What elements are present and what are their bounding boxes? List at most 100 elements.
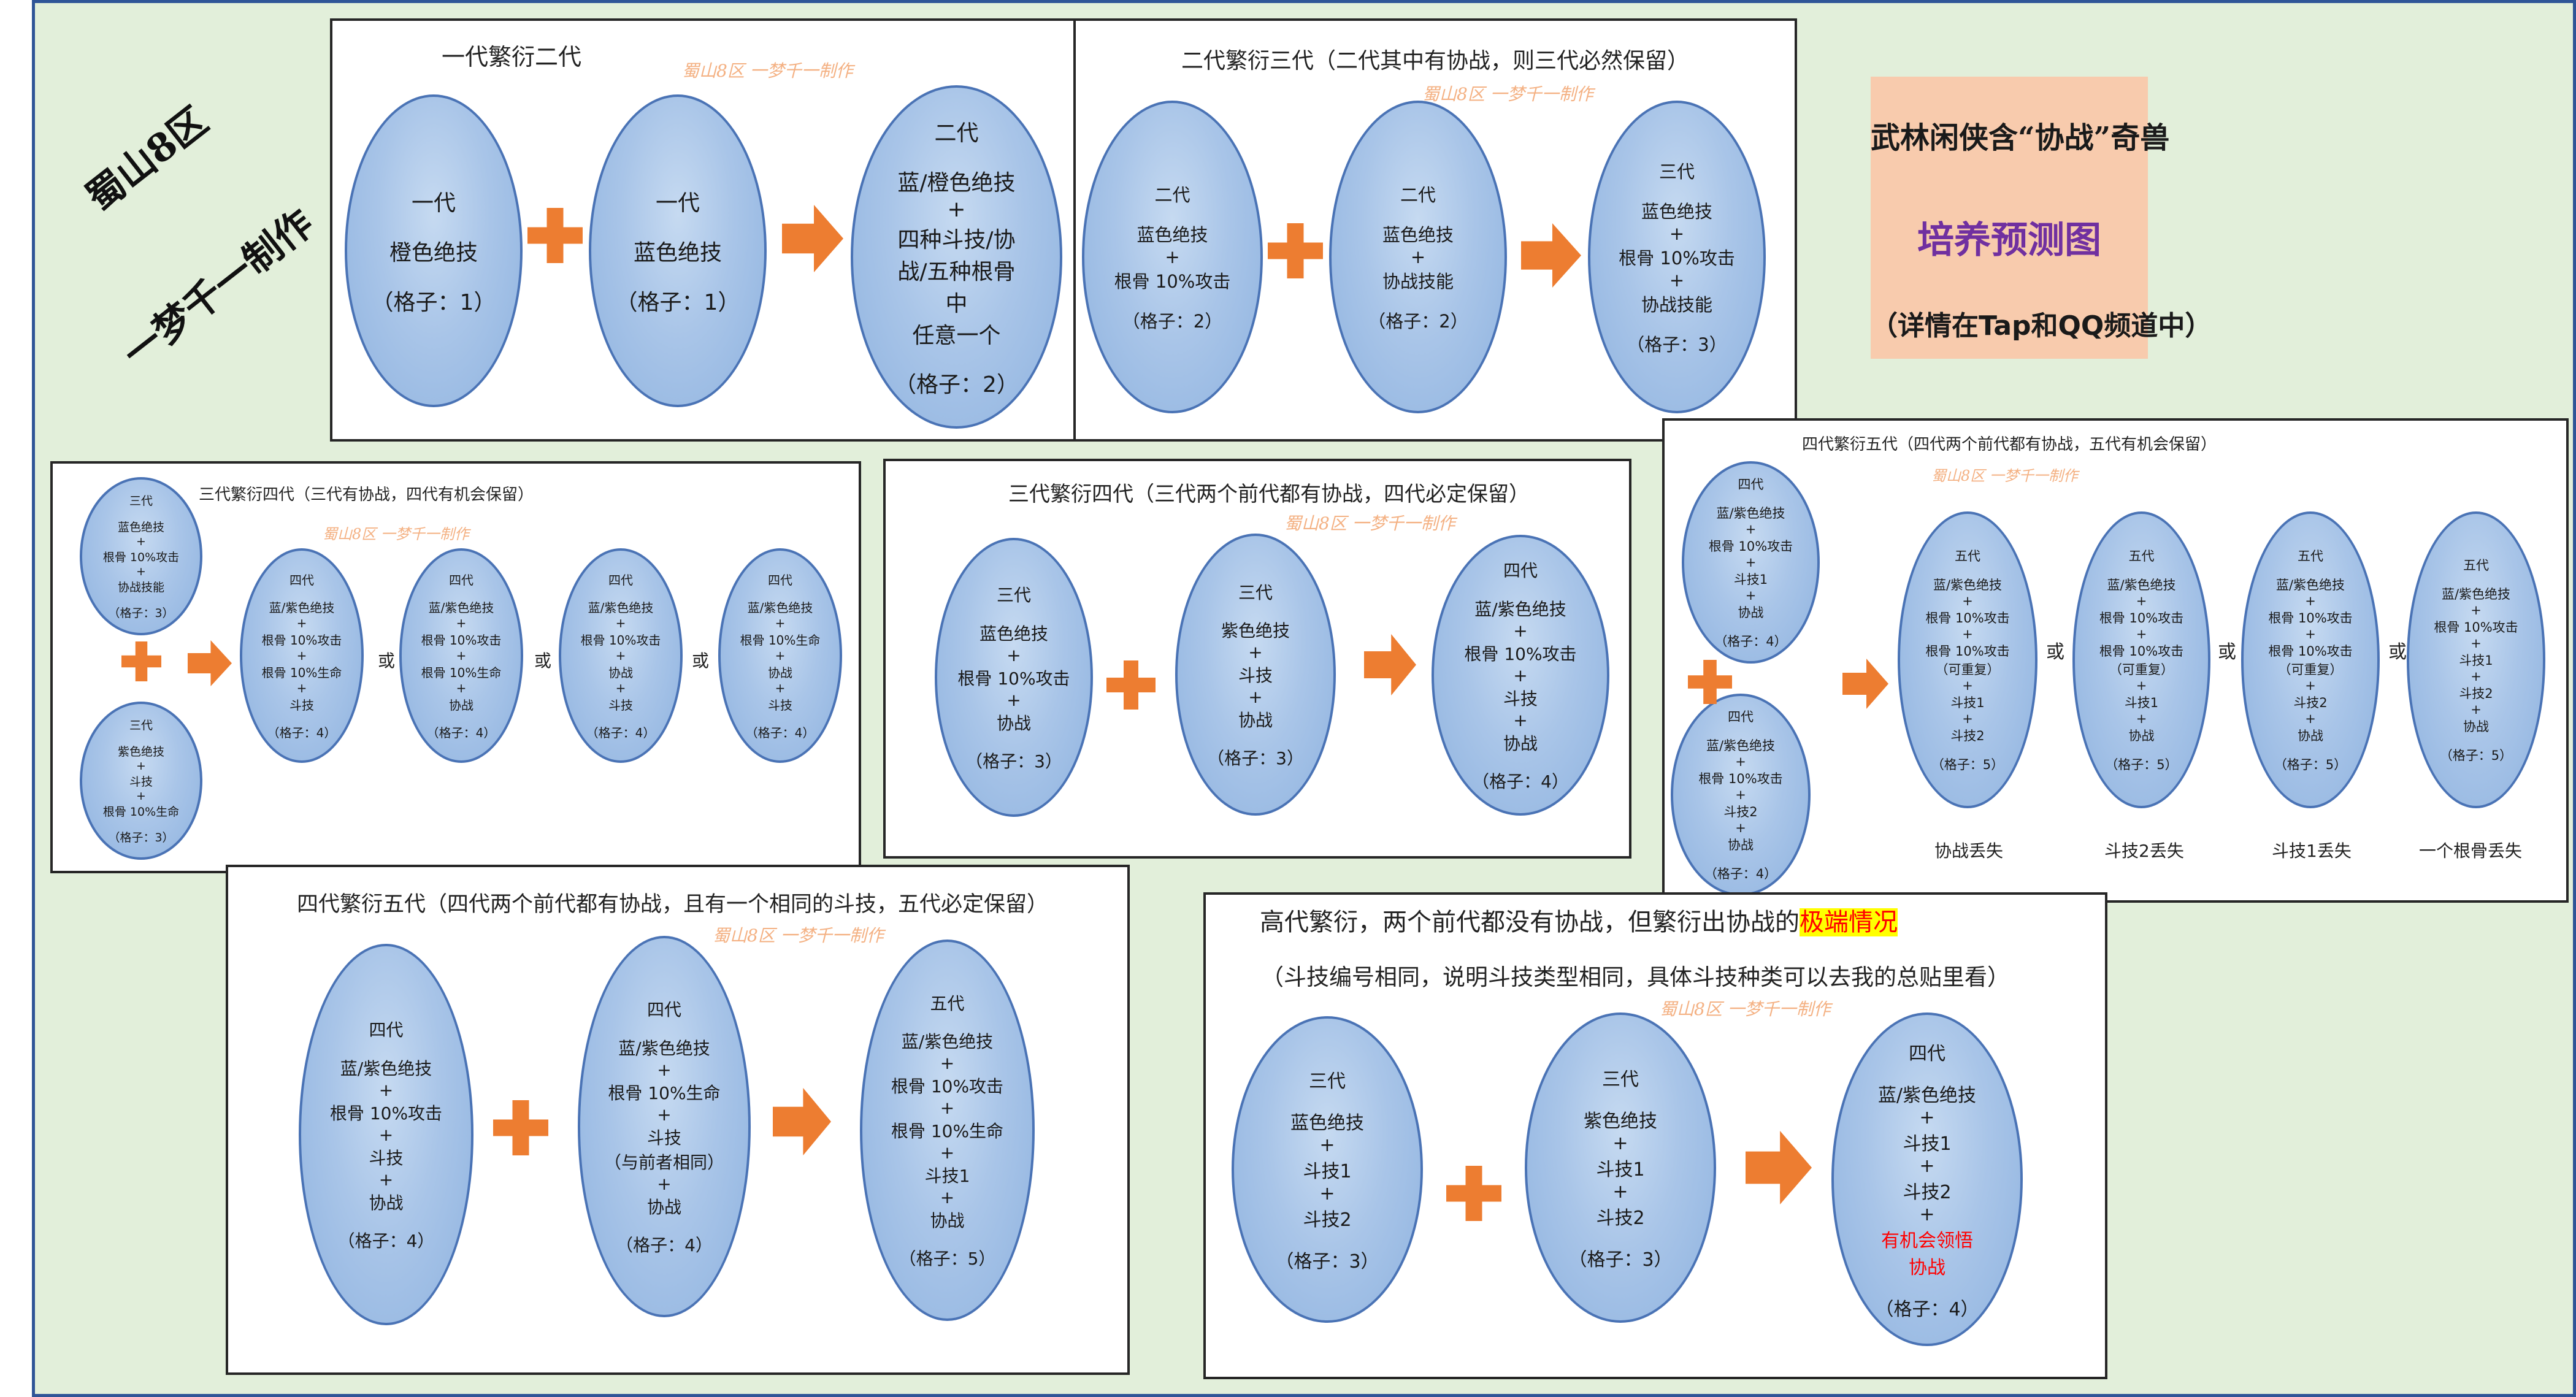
node-line: + — [947, 196, 966, 222]
node-line: 蓝/紫色绝技 — [618, 1038, 710, 1058]
node-line: 蓝/紫色绝技 — [901, 1031, 994, 1052]
node-generation: 四代 — [646, 1000, 681, 1020]
node-line: + — [1669, 223, 1685, 244]
panel-title: 一代繁衍二代 — [442, 44, 582, 71]
node-line: （格子：2） — [1368, 311, 1468, 332]
node-line: 协战 — [1238, 710, 1273, 730]
node-generation: 五代 — [2128, 549, 2155, 564]
caption-lost-assist: 协战丢失 — [1934, 841, 2004, 861]
arrow-shape — [1521, 223, 1581, 288]
node-line: + — [615, 648, 626, 663]
node-line: + — [378, 1079, 394, 1100]
node-line: + — [2136, 627, 2147, 641]
node-line: 斗技 — [129, 775, 153, 789]
node-line: + — [136, 759, 146, 773]
node-line: + — [1513, 620, 1528, 641]
node-line: 协战 — [2128, 729, 2155, 743]
node-line: + — [1165, 247, 1180, 267]
node-line: （格子：4） — [1472, 771, 1569, 792]
node-line: 战/五种根骨 — [897, 259, 1016, 285]
node-gen4-b: 四代蓝/紫色绝技+根骨 10%生命+斗技（与前者相同）+协战（格子：4） — [578, 936, 751, 1317]
node-generation: 四代 — [449, 573, 473, 588]
node-line: + — [1735, 787, 1746, 802]
node-generation: 三代 — [1602, 1069, 1639, 1090]
node-line: 根骨 10%生命 — [261, 665, 342, 680]
node-line: + — [940, 1053, 955, 1073]
or-label: 或 — [692, 651, 710, 671]
node-line: 斗技 — [646, 1127, 681, 1148]
node-gen1-orange: 一代橙色绝技（格子：1） — [345, 94, 523, 407]
arrow-shape — [1842, 659, 1888, 709]
node-line: + — [2305, 711, 2316, 726]
node-line: + — [615, 681, 626, 695]
panel-gen4-to-gen5-certain: 四代繁衍五代（四代两个前代都有协战，且有一个相同的斗技，五代必定保留） 蜀山8区… — [226, 865, 1130, 1375]
node-line: + — [1919, 1106, 1935, 1128]
node-line: 协战 — [1909, 1257, 1945, 1279]
node-line: + — [1962, 594, 1973, 608]
node-generation: 四代 — [608, 573, 633, 588]
plus-icon — [1688, 660, 1732, 704]
node-generation: 一代 — [411, 191, 456, 216]
arrow-shape — [1364, 634, 1416, 695]
node-line: + — [456, 616, 467, 630]
node-line: 斗技1 — [1596, 1159, 1645, 1181]
node-line: + — [1669, 270, 1685, 291]
node-line: 中 — [945, 291, 968, 316]
node-child-gen4-1: 四代蓝/紫色绝技+根骨 10%攻击+根骨 10%生命+斗技（格子：4） — [240, 548, 364, 763]
node-line: 根骨 10%攻击 — [329, 1103, 443, 1123]
node-line: 蓝/紫色绝技 — [747, 600, 813, 615]
node-line: + — [378, 1124, 394, 1145]
node-line: + — [2136, 594, 2147, 608]
node-line: （格子：3） — [1275, 1251, 1379, 1273]
node-generation: 三代 — [1658, 161, 1695, 182]
node-generation: 四代 — [1728, 710, 1754, 725]
node-generation: 四代 — [1503, 561, 1538, 581]
panel-title-highlight: 极端情况 — [1800, 908, 1898, 936]
node-line: 根骨 10%攻击 — [1114, 271, 1231, 292]
node-line: （格子：5） — [2439, 748, 2513, 763]
node-line: （格子：1） — [371, 289, 496, 315]
arrow-shape — [773, 1088, 831, 1155]
node-line: （格子：5） — [899, 1249, 996, 1269]
node-line: 协战 — [1738, 605, 1764, 620]
node-line: 斗技1 — [1903, 1133, 1952, 1155]
node-line: + — [1745, 588, 1757, 603]
node-line: + — [775, 648, 786, 663]
node-line: + — [1319, 1183, 1335, 1204]
node-line: 协战技能 — [1382, 271, 1454, 292]
panel-title: 三代繁衍四代（三代两个前代都有协战，四代必定保留） — [1008, 482, 1530, 507]
node-line: 斗技1 — [2459, 653, 2493, 668]
plus-shape — [121, 641, 161, 681]
node-line: 根骨 10%攻击 — [1925, 611, 2010, 626]
node-line: 蓝/紫色绝技 — [2275, 578, 2345, 592]
node-gen3-b: 三代紫色绝技+斗技+协战（格子：3） — [1175, 534, 1336, 816]
node-line: 任意一个 — [912, 323, 1001, 348]
node-line: 蓝/紫色绝技 — [1706, 738, 1776, 753]
node-line: 紫色绝技 — [1584, 1111, 1657, 1132]
node-line: + — [456, 681, 467, 695]
node-line: 协战 — [2463, 719, 2489, 734]
node-line: （格子：3） — [1568, 1249, 1673, 1271]
node-line: （格子：5） — [1931, 757, 2004, 772]
node-line: + — [1513, 665, 1528, 686]
node-line: 斗技2 — [2459, 686, 2493, 701]
node-line: 根骨 10%攻击 — [2099, 611, 2184, 626]
node-line: 根骨 10%攻击 — [891, 1076, 1004, 1097]
node-line: 蓝/紫色绝技 — [340, 1058, 432, 1079]
or-label: 或 — [2218, 641, 2236, 663]
node-generation: 四代 — [768, 573, 792, 588]
node-line: 根骨 10%攻击 — [1925, 644, 2010, 659]
node-line: + — [1006, 645, 1021, 665]
node-line: 根骨 10%攻击 — [1708, 539, 1793, 554]
node-line: （格子：4） — [745, 725, 815, 740]
node-line: 蓝/紫色绝技 — [1933, 578, 2003, 592]
node-generation: 三代 — [1309, 1071, 1346, 1092]
node-line: 蓝色绝技 — [1641, 201, 1712, 222]
node-line: 斗技 — [768, 698, 792, 713]
node-parent-gen3-a: 三代蓝色绝技+根骨 10%攻击+协战技能（格子：3） — [80, 477, 202, 635]
node-line: 根骨 10%攻击 — [2099, 644, 2184, 659]
node-line: + — [1745, 522, 1757, 537]
node-parent-gen3-b: 三代紫色绝技+斗技+根骨 10%生命（格子：3） — [80, 702, 202, 860]
node-line: 协战 — [1728, 838, 1754, 852]
